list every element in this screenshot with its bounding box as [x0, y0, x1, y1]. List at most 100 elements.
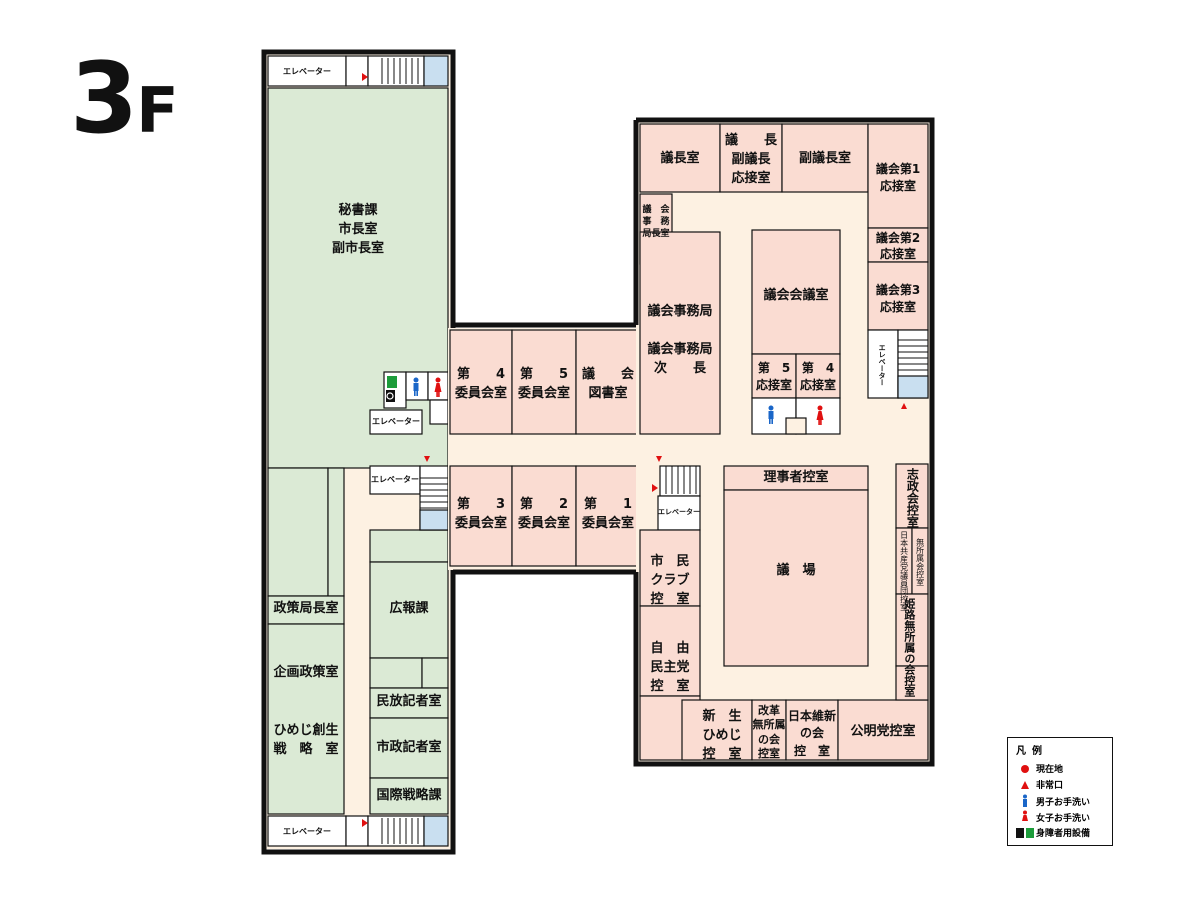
kaikaku-label-3: の会 [758, 732, 780, 746]
chair-label: 議長室 [660, 151, 700, 166]
chair-reception-room [719, 123, 783, 193]
right-stair-lines [665, 339, 928, 494]
committee1-label: 第 1 委員会室 [576, 496, 640, 534]
rec4-label-2: 応接室 [799, 378, 836, 393]
secretary-label-2: 市長室 [338, 221, 378, 237]
council-office-label: 議会事務局 [647, 304, 713, 319]
kaikaku-label-4: 控室 [758, 746, 780, 760]
committee5-label: 第 5 委員会室 [512, 366, 576, 404]
secretary-label: 秘書課 市長室 副市長室 [318, 202, 398, 259]
ldp-label: 自 由 民主党 控 室 [640, 640, 700, 697]
library-label-2: 図書室 [588, 385, 628, 401]
mushozoku-label: 無所属会控室 [915, 538, 925, 586]
committee1-label-2: 委員会室 [581, 515, 634, 531]
rec3-label: 議会第3 応接室 [868, 282, 928, 317]
legend: 凡例 現在地 非常口 男子お手洗い 女子お手洗い 身障者用設備 [1007, 737, 1113, 846]
committee4-label-1: 第 4 [456, 367, 506, 382]
elevator-lower-label: エレベーター [371, 475, 419, 484]
shinsei-room [681, 699, 753, 761]
ldp-label-3: 控 室 [650, 678, 690, 694]
rec3-label-2: 応接室 [879, 300, 916, 315]
legend-label-accessible: 身障者用設備 [1036, 829, 1091, 839]
directors-room [723, 465, 869, 491]
press-private-room [369, 687, 449, 719]
shimin-club-label-2: クラブ [650, 572, 690, 588]
shinsei-label-3: 控 室 [702, 746, 742, 762]
secretary-label-3: 副市長室 [331, 240, 384, 256]
committee3-room [449, 465, 513, 567]
planning-room [267, 623, 345, 815]
legend-label-exit: 非常口 [1036, 781, 1064, 791]
legend-item-current: 現在地 [1014, 762, 1063, 775]
committee4-label-2: 委員会室 [454, 385, 507, 401]
chamber-label: 議 場 [776, 563, 816, 578]
rec5-label: 第 5 応接室 [752, 360, 796, 395]
council-office [639, 231, 721, 435]
legend-item-female: 女子お手洗い [1014, 810, 1090, 824]
himeji-label-2: 戦 略 室 [273, 741, 339, 757]
ishin-room [785, 699, 839, 761]
committee1-room [575, 465, 641, 567]
committee5-label-2: 委員会室 [517, 385, 570, 401]
council-meeting-label: 議会会議室 [763, 288, 829, 303]
shimin-club-label: 市 民 クラブ 控 室 [640, 553, 700, 610]
himeji-label-1: ひめじ創生 [273, 723, 339, 738]
committee3-label-1: 第 3 [456, 497, 506, 512]
left-stair-lines [381, 58, 448, 844]
ishin-label-3: 控 室 [793, 743, 830, 758]
chamber [723, 489, 869, 667]
legend-item-exit: 非常口 [1014, 778, 1063, 791]
legend-label-current: 現在地 [1036, 765, 1064, 775]
council-deputy-label: 議会事務局 次 長 [640, 341, 720, 379]
ldp-label-1: 自 由 [650, 641, 690, 656]
elevator-bottom-label: エレベーター [283, 827, 331, 836]
kaikaku-label: 改革 無所属 の会 控室 [752, 704, 786, 761]
library-room [575, 329, 641, 435]
shimin-club-label-3: 控 室 [650, 591, 690, 607]
shinsei-label: 新 生 ひめじ 控 室 [692, 708, 752, 765]
current-location-icon [1021, 764, 1029, 773]
committee4-label: 第 4 委員会室 [450, 366, 512, 404]
legend-label-male: 男子お手洗い [1036, 797, 1091, 808]
ishin-label: 日本維新 の会 控 室 [786, 708, 838, 760]
elevator-top-label: エレベーター [283, 67, 331, 76]
emergency-exit-icon [1021, 780, 1029, 789]
committee1-label-1: 第 1 [583, 497, 633, 512]
emergency-exits [362, 73, 907, 827]
male-icon [1023, 794, 1027, 807]
komeito-room [837, 699, 929, 761]
committee3-label-2: 委員会室 [454, 515, 507, 531]
chair-reception-label-2: 副議長 [731, 151, 771, 167]
female-icon [1022, 810, 1028, 821]
legend-title: 凡例 [1016, 746, 1048, 757]
shinsei-label-2: ひめじ [702, 727, 742, 743]
directors-label: 理事者控室 [763, 470, 829, 485]
elevator-mid-label: エレベーター [372, 417, 420, 426]
rec2-label: 議会第2 応接室 [868, 230, 928, 262]
committee5-label-1: 第 5 [519, 367, 569, 382]
rec2-label-1: 議会第2 [875, 231, 921, 245]
council-director-label-2: 事 務 [642, 217, 670, 228]
ishin-label-1: 日本維新 [787, 709, 836, 723]
library-label: 議 会 図書室 [576, 366, 640, 404]
shinsei-label-1: 新 生 [702, 709, 742, 724]
rec5-label-2: 応接室 [755, 378, 792, 393]
committee2-label: 第 2 委員会室 [512, 496, 576, 534]
ldp-room [639, 605, 701, 697]
pr-label: 広報課 [389, 601, 429, 616]
jcp-label: 日本共産党議員団控室 [899, 531, 909, 611]
rec5-label-1: 第 5 [757, 361, 791, 375]
floor-suffix: F [136, 74, 178, 147]
rec3-label-1: 議会第3 [875, 283, 921, 297]
library-label-1: 議 会 [581, 367, 634, 382]
reception3-room [867, 261, 929, 331]
press-city-label: 市政記者室 [376, 740, 442, 755]
vice-chair-room [781, 123, 869, 193]
right-block [636, 120, 930, 764]
chair-reception-label-3: 応接室 [731, 170, 771, 186]
himeji-mushozoku-room [895, 593, 929, 667]
ishin-label-2: の会 [799, 726, 824, 741]
rec1-label: 議会第1 応接室 [868, 161, 928, 196]
